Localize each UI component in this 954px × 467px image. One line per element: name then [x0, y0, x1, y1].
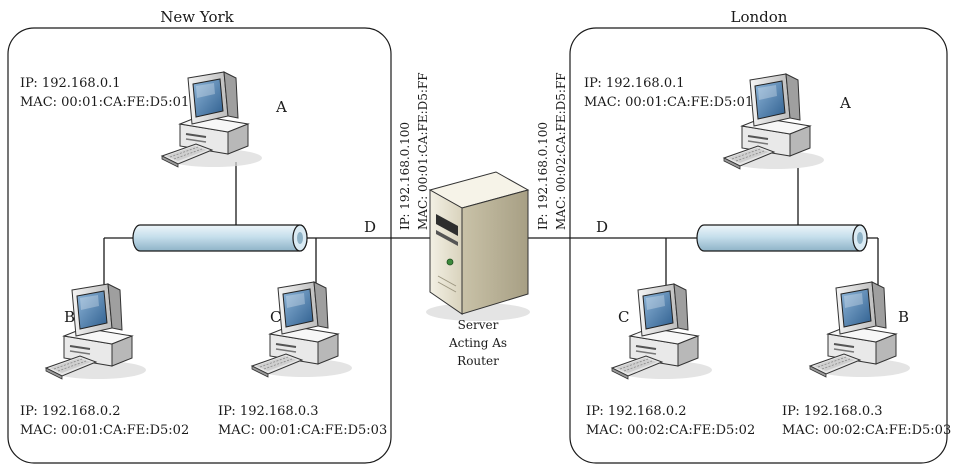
new-york-title: New York [160, 8, 234, 26]
host-a-label: A [839, 94, 851, 112]
london-wiring [520, 168, 879, 290]
router-port-label-left: D [364, 218, 376, 236]
london-network-boundary [569, 27, 948, 464]
new-york-network-boundary [7, 27, 392, 464]
new-york-bus-cylinder [132, 224, 308, 252]
router-port-label-right: D [596, 218, 608, 236]
desktop-computer-icon [161, 71, 263, 168]
host-c-label: C [270, 308, 281, 326]
host-c-mac: MAC: 00:01:CA:FE:D5:03 [218, 423, 387, 438]
host-b-ip: IP: 192.168.0.3 [782, 404, 883, 419]
host-b-mac: MAC: 00:02:CA:FE:D5:03 [782, 423, 951, 438]
desktop-computer-icon [723, 73, 825, 170]
router-right-mac: MAC: 00:02:CA:FE:D5:FF [554, 72, 568, 230]
host-a-ip: IP: 192.168.0.1 [20, 76, 121, 91]
host-c-label: C [618, 308, 629, 326]
desktop-computer-icon [611, 283, 713, 380]
router-left-mac: MAC: 00:01:CA:FE:D5:FF [416, 72, 430, 230]
host-c-ip: IP: 192.168.0.2 [586, 404, 687, 419]
host-b-mac: MAC: 00:01:CA:FE:D5:02 [20, 423, 189, 438]
host-c-mac: MAC: 00:02:CA:FE:D5:02 [586, 423, 755, 438]
host-c-ip: IP: 192.168.0.3 [218, 404, 319, 419]
host-a-label: A [275, 98, 287, 116]
server-tower-icon [426, 171, 530, 321]
london-title: London [731, 8, 788, 26]
host-a-mac: MAC: 00:01:CA:FE:D5:01 [20, 95, 189, 110]
host-b-label: B [898, 308, 909, 326]
host-b-label: B [64, 308, 75, 326]
host-a-mac: MAC: 00:01:CA:FE:D5:01 [584, 95, 753, 110]
host-b-ip: IP: 192.168.0.2 [20, 404, 121, 419]
router-caption-line: Router [457, 354, 499, 368]
router-left-ip: IP: 192.168.0.100 [398, 122, 412, 230]
desktop-computer-icon [251, 281, 353, 378]
new-york-wiring [103, 162, 440, 290]
desktop-computer-icon [809, 281, 911, 378]
london-bus-cylinder [696, 224, 868, 252]
host-a-ip: IP: 192.168.0.1 [584, 76, 685, 91]
router-caption-line: Server [458, 318, 499, 332]
router-caption-line: Acting As [448, 336, 507, 350]
router-right-ip: IP: 192.168.0.100 [536, 122, 550, 230]
desktop-computer-icon [45, 283, 147, 380]
